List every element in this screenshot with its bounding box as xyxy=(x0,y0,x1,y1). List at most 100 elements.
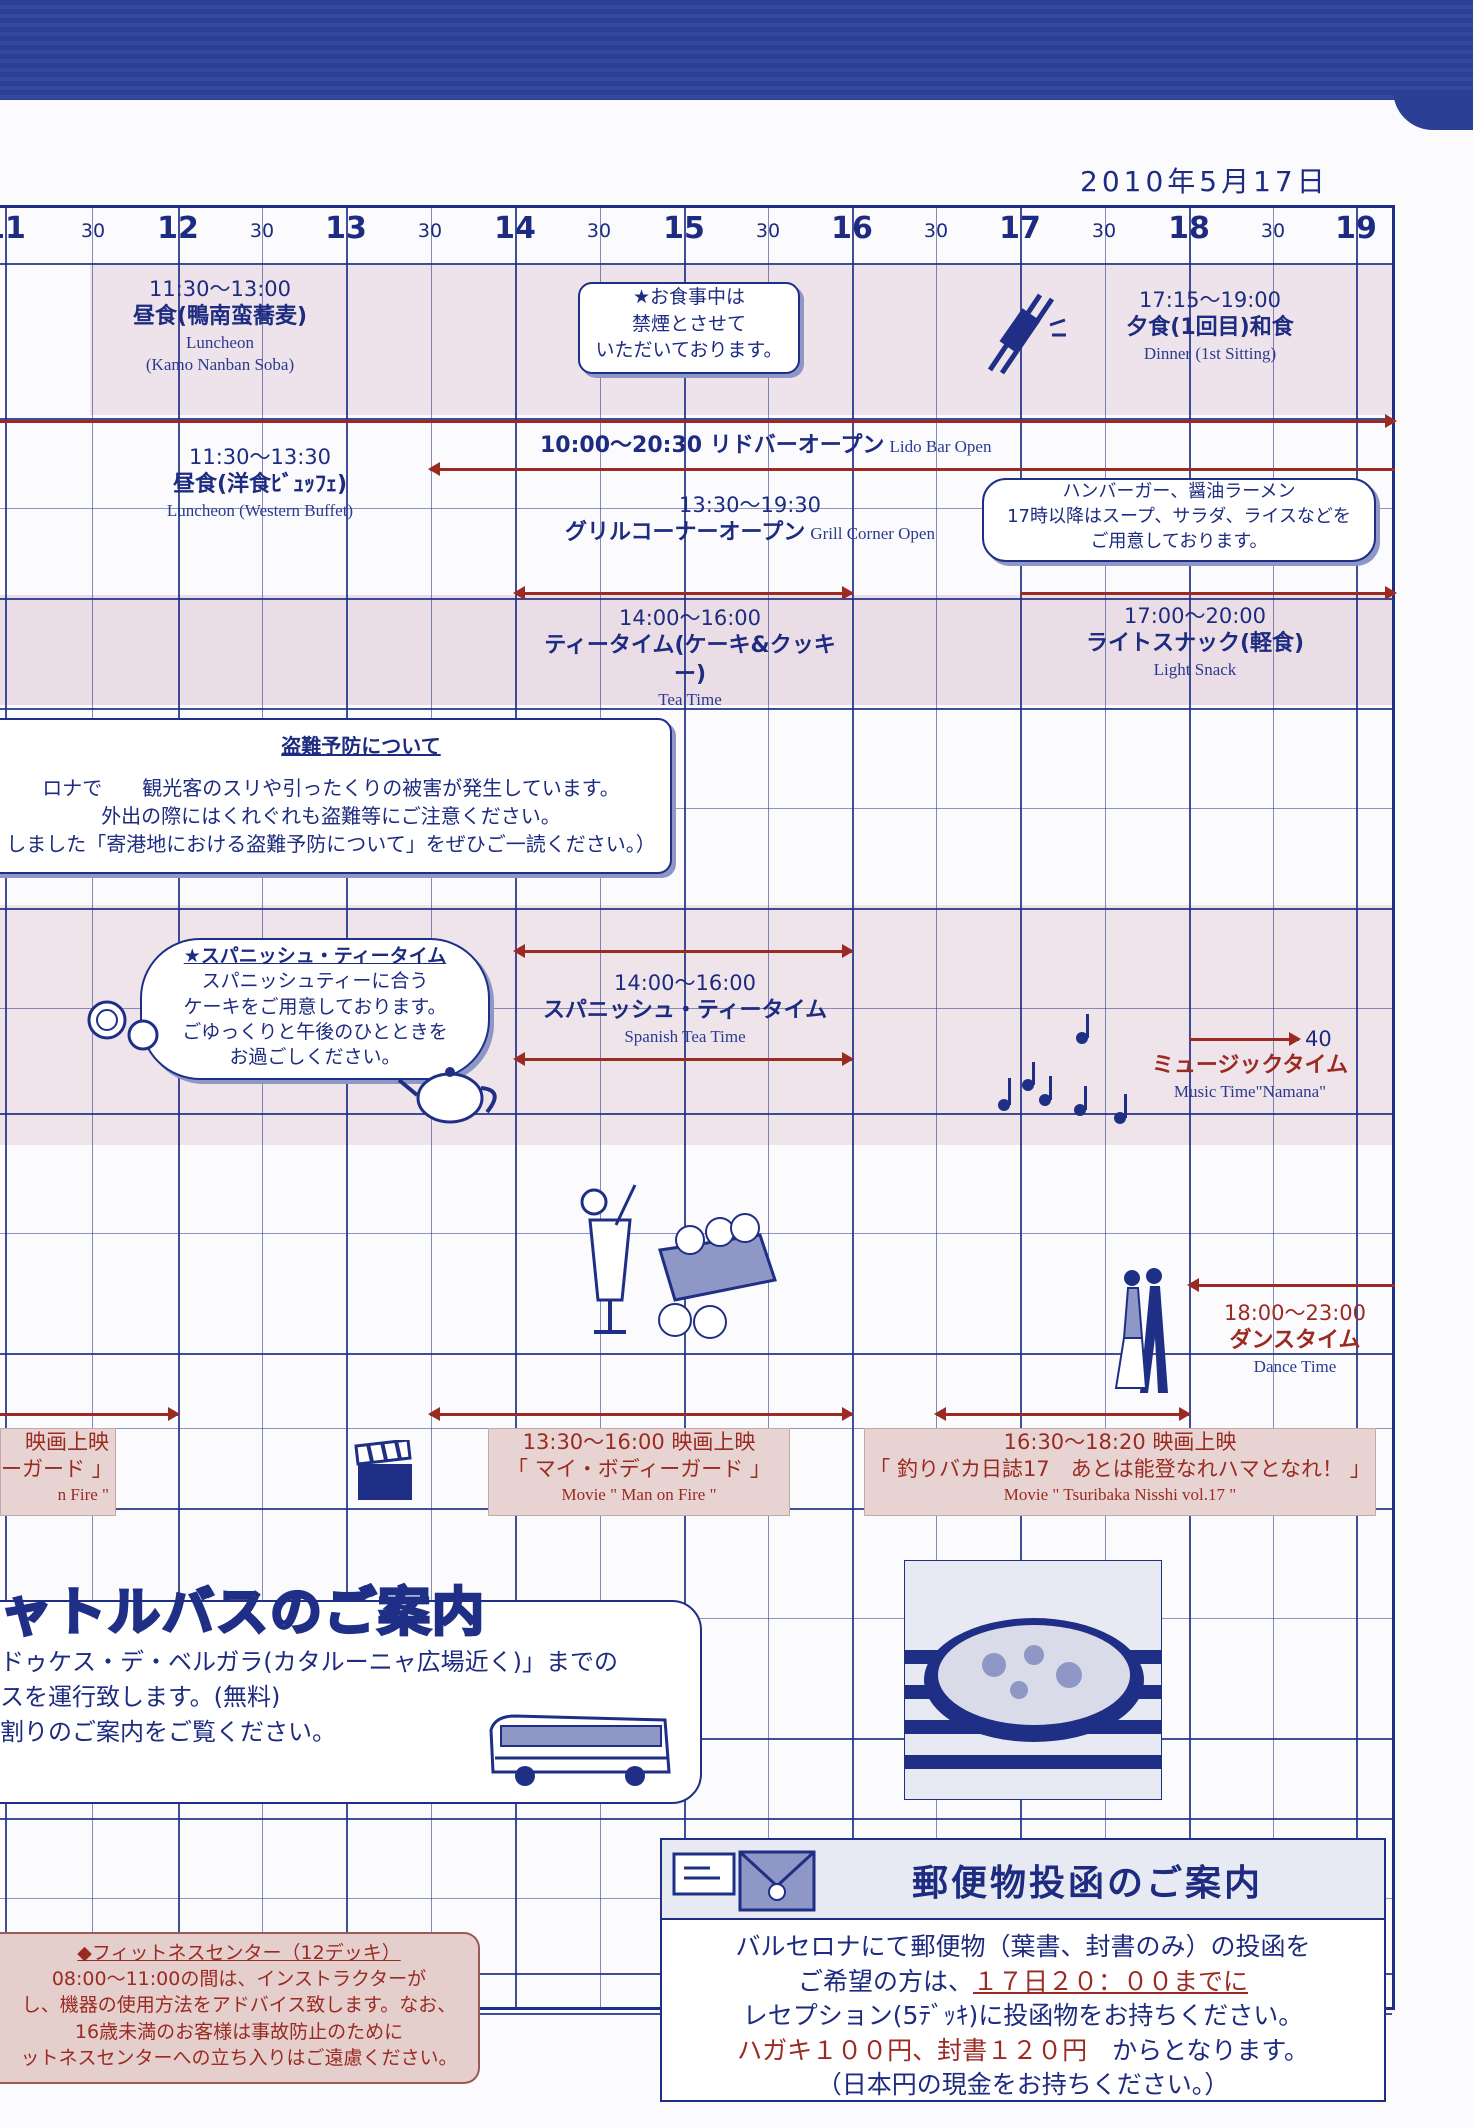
tea-time-jp: ティータイム(ケーキ&クッキー) xyxy=(544,633,836,687)
mail-line4: ハガキ１００円、封書１２０円 からとなります。 xyxy=(662,2034,1384,2069)
hour-16: 16 xyxy=(831,211,873,246)
grid-hour-line xyxy=(515,208,517,2007)
luncheon-soba-en2: (Kamo Nanban Soba) xyxy=(145,354,295,374)
grid-row-line xyxy=(0,708,1392,710)
movie-3-line2: 「 釣りバカ日誌17 あとは能登なれハマとなれ！ 」 xyxy=(869,1457,1371,1482)
mail-deadline: １７日２０：００までに xyxy=(973,1966,1249,1996)
movie2-arrow xyxy=(428,1407,854,1421)
grid-half-line xyxy=(1104,208,1106,2007)
grid-half-line xyxy=(262,208,263,2007)
dance-time-jp: ダンスタイム xyxy=(1229,1328,1361,1354)
grill-note-line2: 17時以降はスープ、サラダ、ライスなどを xyxy=(1007,505,1351,527)
spanish-tea-note: ★スパニッシュ・ティータイム スパニッシュティーに合う ケーキをご用意しておりま… xyxy=(140,938,490,1080)
hour-12: 12 xyxy=(157,211,199,246)
page-date: 2010年5月17日 xyxy=(1080,165,1329,198)
dinner-time: 17:15～19:00 xyxy=(1138,288,1282,312)
luncheon-soba: 11:30～13:00 昼食(鴨南蛮蕎麦) Luncheon (Kamo Nan… xyxy=(100,276,340,376)
movie-3: 16:30～18:20 映画上映 「 釣りバカ日誌17 あとは能登なれハマとなれ… xyxy=(864,1428,1376,1516)
grid-hour-line xyxy=(346,208,348,2007)
mail-line4-post: からとなります。 xyxy=(1087,2035,1309,2065)
no-smoking-line2: 禁煙とさせて xyxy=(631,312,746,335)
no-smoking-note: ★お食事中は 禁煙とさせて いただいております。 xyxy=(578,282,800,374)
fitness-line4: ットネスセンターへの立ち入りはご遠慮ください。 xyxy=(20,2046,458,2069)
movie-1-line1: 映画上映 xyxy=(25,1430,109,1454)
orange-slice-icon xyxy=(87,1000,159,1051)
movie-1-line2: ーガード 」 xyxy=(1,1457,113,1482)
spanish-tea-time: 14:00～16:00 スパニッシュ・ティータイム Spanish Tea Ti… xyxy=(520,970,850,1048)
grid-half-line xyxy=(599,208,601,2007)
light-snack-time: 17:00～20:00 xyxy=(1123,604,1267,628)
grid-subrow-line xyxy=(0,1008,1392,1009)
shuttle-line2: スを運行致します。(無料) xyxy=(0,1682,281,1711)
mail-title: 郵便物投函のご案内 xyxy=(912,1863,1264,1904)
grid-hour-line xyxy=(5,208,7,2007)
music-notes-icon xyxy=(998,1014,1127,1124)
grill-note: ハンバーガー、醤油ラーメン 17時以降はスープ、サラダ、ライスなどを ご用意して… xyxy=(982,478,1376,562)
western-buffet-time: 11:30～13:30 xyxy=(188,445,332,469)
buffet-arrow xyxy=(428,462,1395,476)
band-row3 xyxy=(0,595,1395,705)
paella-photo xyxy=(904,1560,1162,1800)
spanish-note-line4: お過ごしください。 xyxy=(229,1046,401,1069)
dinner: 17:15～19:00 夕食(1回目)和食 Dinner (1st Sittin… xyxy=(1075,287,1345,365)
grid-hour-line xyxy=(1189,208,1191,2007)
fitness-line1: 08:00～11:00の間は、インストラクターが xyxy=(51,1968,427,1991)
grid-hour-line xyxy=(178,208,180,2007)
dinner-en: Dinner (1st Sitting) xyxy=(1143,343,1277,363)
tea-arrow xyxy=(513,586,854,600)
western-buffet: 11:30～13:30 昼食(洋食ﾋﾞｭｯﾌｪ) Luncheon (Weste… xyxy=(120,444,400,522)
half-tick: 30 xyxy=(1260,220,1286,242)
clapperboard-icon xyxy=(354,1440,412,1500)
mail-line1: バルセロナにて郵便物（葉書、封書のみ）の投函を xyxy=(735,1932,1311,1961)
grid-subrow-line xyxy=(0,808,1392,809)
grid-hour-line xyxy=(1020,208,1022,2007)
movie3-arrow xyxy=(934,1407,1191,1421)
hour-14: 14 xyxy=(494,211,536,246)
grid-subrow-line xyxy=(0,508,1392,509)
music-time-jp: ミュージックタイム xyxy=(1151,1053,1349,1078)
spanish-note-line3: ごゆっくりと午後のひとときを xyxy=(182,1020,448,1043)
half-tick: 30 xyxy=(417,220,443,242)
hour-19: 19 xyxy=(1335,211,1377,246)
spanish-note-title: ★スパニッシュ・ティータイム xyxy=(183,945,447,967)
theft-title: 盗難予防について xyxy=(281,734,441,758)
half-tick: 30 xyxy=(923,220,949,242)
half-tick: 30 xyxy=(1091,220,1117,242)
hour-13: 13 xyxy=(325,211,367,246)
spanish-tea-time-time: 14:00～16:00 xyxy=(613,971,757,995)
drink-and-bread-icon xyxy=(580,1184,777,1339)
mail-price: ハガキ１００円、封書１２０円 xyxy=(737,2035,1088,2065)
western-buffet-jp: 昼食(洋食ﾋﾞｭｯﾌｪ) xyxy=(172,472,348,498)
theft-notice: 盗難予防について ロナで 観光客のスリや引ったくりの被害が発生しています。 外出… xyxy=(0,718,672,874)
movie-2-line3: Movie " Man on Fire " xyxy=(561,1484,717,1504)
theft-line1: ロナで 観光客のスリや引ったくりの被害が発生しています。 xyxy=(42,776,620,800)
movie-1-line3: n Fire " xyxy=(57,1484,109,1504)
grid-half-line xyxy=(936,208,937,2007)
dance-time-en: Dance Time xyxy=(1253,1356,1337,1376)
fitness-line3: 16歳未満のお客様は事故防止のために xyxy=(74,2020,404,2043)
grid-half-line xyxy=(91,208,93,2007)
lido-bar: 10:00～20:30 リドバーオープン Lido Bar Open xyxy=(540,432,1040,461)
dance-time-time: 18:00～23:00 xyxy=(1223,1301,1367,1325)
grid-half-line xyxy=(1272,208,1274,2007)
top-band-tab xyxy=(1393,90,1473,130)
music-time-en: Music Time"Namana" xyxy=(1173,1081,1327,1101)
luncheon-soba-time: 11:30～13:00 xyxy=(148,277,292,301)
mail-line3: レセプション(5ﾃﾞｯｷ)に投函物をお持ちください。 xyxy=(742,2001,1304,2030)
half-tick: 30 xyxy=(80,220,106,242)
grid-row-line xyxy=(0,1113,1392,1115)
grill-corner-en: Grill Corner Open xyxy=(810,524,935,544)
luncheon-soba-jp: 昼食(鴨南蛮蕎麦) xyxy=(132,304,308,330)
movie-1: 映画上映 ーガード 」 n Fire " xyxy=(0,1428,116,1516)
dance-arrow xyxy=(1187,1278,1395,1292)
shuttle-line3: 割りのご案内をご覧ください。 xyxy=(0,1717,336,1746)
no-smoking-line1: ★お食事中は xyxy=(632,286,746,308)
grid-hour-line xyxy=(852,208,854,2007)
shuttle-line1: ドゥケス・デ・ベルガラ(カタルーニャ広場近く)」までの xyxy=(0,1648,619,1676)
grid-half-line xyxy=(768,208,769,2007)
no-smoking-line3: いただいております。 xyxy=(595,339,783,362)
grid-row-line xyxy=(0,263,1392,265)
lido-arrow xyxy=(0,414,1397,428)
half-tick: 30 xyxy=(249,220,275,242)
dancers-icon xyxy=(1114,1268,1168,1393)
